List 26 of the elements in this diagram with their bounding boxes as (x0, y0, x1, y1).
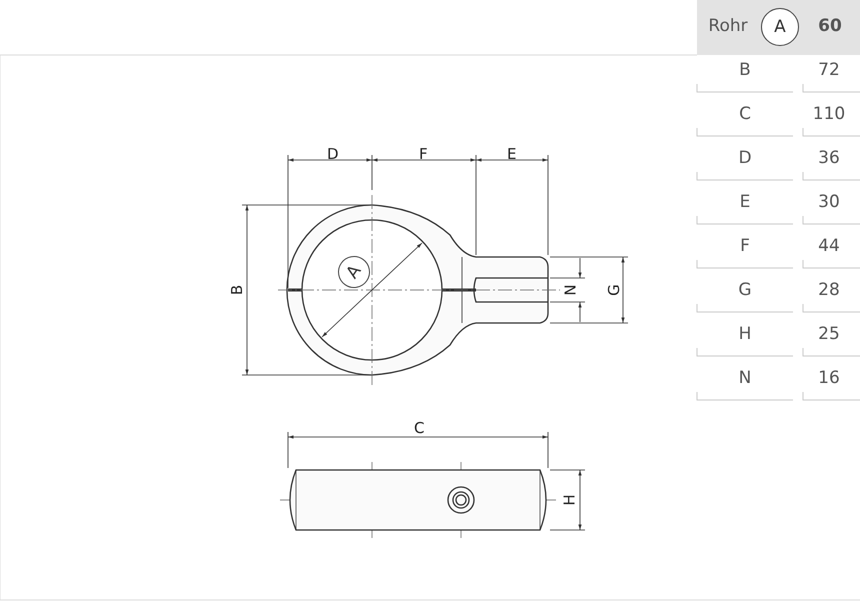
dimension-letter: B (229, 284, 246, 296)
table-cell: E (740, 192, 750, 212)
table-cell: 110 (812, 104, 846, 124)
table-cell: 44 (818, 236, 840, 256)
table-cell: 72 (818, 60, 840, 80)
dimension-letter: C (414, 420, 424, 436)
dimension-letter: E (507, 146, 516, 162)
table-cell: G (738, 280, 752, 300)
table-cell: 16 (818, 368, 840, 388)
dimension-letter: D (327, 146, 339, 162)
dimension-letter: F (419, 146, 428, 162)
dimension-letter: G (606, 284, 622, 296)
table-cell: N (738, 368, 752, 388)
table-cell: B (739, 60, 751, 80)
table-header-cell: 60 (818, 16, 842, 36)
table-cell: H (738, 324, 752, 344)
table-cell: 25 (818, 324, 840, 344)
dimension-letter: N (562, 284, 579, 296)
table-header-cell: Rohr (708, 16, 748, 36)
dimension-letter: H (562, 494, 578, 506)
table-cell: 28 (818, 280, 840, 300)
table-cell: D (738, 148, 752, 168)
table-cell: 30 (818, 192, 840, 212)
table-cell: C (739, 104, 751, 124)
table-cell: F (740, 236, 750, 256)
table-cell: 36 (818, 148, 840, 168)
